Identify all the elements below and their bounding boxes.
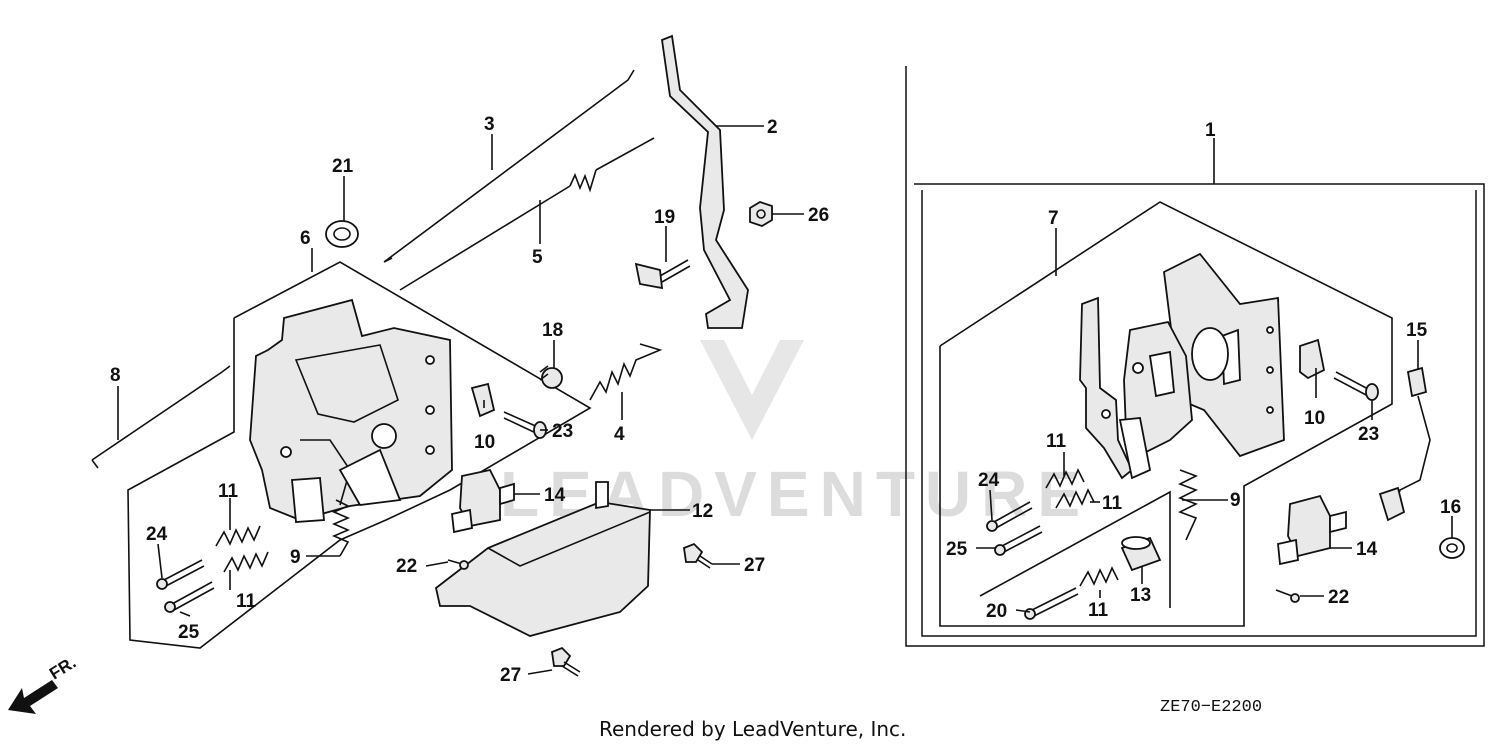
bolt-18 [539, 365, 563, 389]
control-base-assembly [1079, 252, 1285, 480]
callout-9-right: 9 [1230, 490, 1241, 511]
callout-3: 3 [484, 114, 495, 135]
group-outline-6 [127, 261, 592, 649]
callout-2: 2 [767, 117, 778, 138]
rod-8 [91, 365, 231, 469]
callout-labels: 1 2 3 4 5 6 7 8 9 9 10 10 11 11 11 11 11… [110, 114, 1461, 686]
bolt-27-lower [551, 646, 581, 677]
screw-23-right [1333, 371, 1379, 401]
callout-14-right: 14 [1356, 539, 1378, 560]
screw-23-left [503, 411, 547, 439]
control-base-plate [249, 298, 453, 523]
callout-26: 26 [808, 205, 829, 226]
nut-26 [749, 201, 773, 227]
callout-5: 5 [532, 247, 543, 268]
callout-25-left: 25 [178, 622, 200, 643]
diagram-reference-code: ZE70−E2200 [1160, 698, 1262, 717]
callout-9-left: 9 [290, 547, 301, 568]
bolt-27-upper [683, 542, 713, 569]
screw-20 [1024, 587, 1079, 620]
callout-14-left: 14 [544, 485, 566, 506]
switch-14-left [451, 468, 515, 534]
clip-10-right [1299, 338, 1326, 380]
callout-12: 12 [692, 501, 713, 522]
callout-27-right: 27 [744, 555, 765, 576]
callout-25-right: 25 [946, 539, 968, 560]
assembly-frame-1 [905, 66, 1485, 647]
screw-25-left [164, 581, 215, 613]
callout-21: 21 [332, 156, 354, 177]
subgroup-outline [979, 490, 1171, 608]
callout-11-right-bottom: 11 [1088, 600, 1109, 621]
governor-rod-5 [399, 137, 655, 291]
watermark: LEADVENTURE [500, 340, 1080, 530]
clip-10-left [470, 382, 496, 418]
callout-10-right: 10 [1304, 408, 1325, 429]
switch-14-right [1277, 494, 1347, 566]
callout-10-left: 10 [474, 432, 495, 453]
spring-9-left [331, 499, 351, 557]
spring-9-right [1178, 469, 1198, 541]
front-direction-indicator: FR. [8, 653, 79, 714]
clamp-16 [1439, 537, 1465, 559]
callout-15: 15 [1406, 320, 1428, 341]
render-credit: Rendered by LeadVenture, Inc. [599, 717, 906, 741]
callout-22-right: 22 [1328, 587, 1349, 608]
callout-6: 6 [300, 228, 311, 249]
callout-24-left: 24 [146, 524, 168, 545]
control-lever-2 [661, 34, 749, 329]
callout-11-left-top: 11 [218, 481, 239, 502]
collar-13 [1120, 536, 1162, 572]
springs-11-right [1045, 468, 1119, 587]
callout-18: 18 [542, 320, 563, 341]
callout-7: 7 [1048, 208, 1059, 229]
screw-22-right [1275, 589, 1300, 603]
callout-24-right: 24 [978, 470, 1000, 491]
callout-4: 4 [614, 424, 625, 445]
callout-11-right-middle: 11 [1102, 493, 1123, 514]
wire-harness-15 [1378, 366, 1431, 522]
callout-11-left-bottom: 11 [236, 591, 257, 612]
screw-25-right [994, 525, 1043, 556]
callout-23-right: 23 [1358, 424, 1379, 445]
callout-16: 16 [1440, 497, 1461, 518]
callout-19: 19 [654, 207, 675, 228]
callout-1: 1 [1205, 120, 1216, 141]
assembly-frame-1-inner [921, 190, 1477, 637]
screw-24-right [986, 501, 1033, 532]
callout-22-left: 22 [396, 556, 417, 577]
cable-clamp-21 [325, 220, 359, 248]
spring-4 [589, 343, 663, 401]
throttle-rod-3 [383, 69, 635, 263]
bolt-19 [634, 259, 691, 290]
callout-27-bottom: 27 [500, 665, 521, 686]
springs-11-left [215, 525, 269, 573]
screw-24-left [156, 559, 205, 590]
callout-11-right-top: 11 [1046, 431, 1067, 452]
callout-13: 13 [1130, 585, 1151, 606]
front-direction-label: FR. [46, 653, 79, 684]
callout-20: 20 [986, 601, 1007, 622]
cover-12 [434, 481, 651, 637]
leader-lines [117, 125, 1453, 675]
callout-23-left: 23 [552, 421, 573, 442]
callout-8: 8 [110, 365, 121, 386]
front-arrow-icon [8, 680, 58, 714]
screw-22-left [447, 559, 469, 570]
group-outline-7 [939, 201, 1393, 627]
